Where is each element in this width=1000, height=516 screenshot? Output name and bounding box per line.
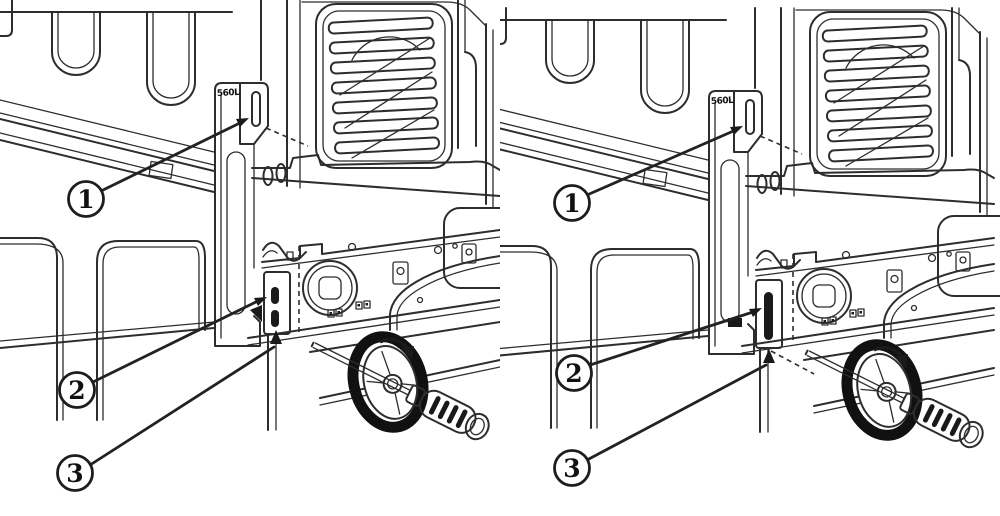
- latch-plate-lower-slot: [271, 310, 279, 327]
- callout-circle: [67, 180, 105, 218]
- arrowhead-up-icon: [270, 330, 282, 344]
- bracket-marking: 560L: [217, 88, 241, 99]
- panel-step-left: 560L 1 2: [0, 0, 500, 492]
- alignment-dashed-line: [770, 350, 815, 375]
- leader-line: [91, 299, 260, 384]
- arrowhead-icon: [730, 126, 743, 135]
- leader-line: [99, 119, 246, 193]
- leader-line: [585, 127, 740, 197]
- callout-1: 1: [553, 126, 743, 222]
- arrowhead-icon: [236, 118, 249, 127]
- arrowhead-icon: [749, 308, 762, 317]
- arrowhead-icon: [254, 297, 267, 306]
- callout-circle: [58, 371, 96, 409]
- diagram-step-left: 560L 1 2: [0, 0, 500, 492]
- callout-number: 2: [68, 376, 85, 405]
- callout-2: 2: [555, 308, 762, 392]
- callout-1: 1: [67, 118, 249, 218]
- callout-number: 3: [563, 454, 580, 483]
- callout-circle: [553, 184, 591, 222]
- latch-plate-upper-slot: [271, 287, 279, 304]
- callout-number: 2: [565, 359, 582, 388]
- latch-plate-long-slot: [764, 292, 773, 340]
- callout-3: 3: [56, 330, 282, 492]
- callout-circle: [555, 354, 593, 392]
- arrowhead-up-icon: [763, 349, 775, 363]
- leader-line: [585, 363, 768, 462]
- callout-number: 1: [77, 185, 94, 214]
- callout-circle: [553, 449, 591, 487]
- panel-step-right: 560L 1: [500, 0, 1000, 516]
- callout-2: 2: [58, 297, 267, 409]
- callout-number: 3: [66, 459, 83, 488]
- callout-circle: [56, 454, 94, 492]
- bracket-marking: 560L: [711, 96, 735, 107]
- leader-line: [88, 345, 276, 467]
- diagram-step-right: 560L 1: [500, 0, 1000, 487]
- leader-line: [588, 310, 755, 367]
- callout-number: 1: [563, 189, 580, 218]
- callout-3: 3: [553, 349, 775, 487]
